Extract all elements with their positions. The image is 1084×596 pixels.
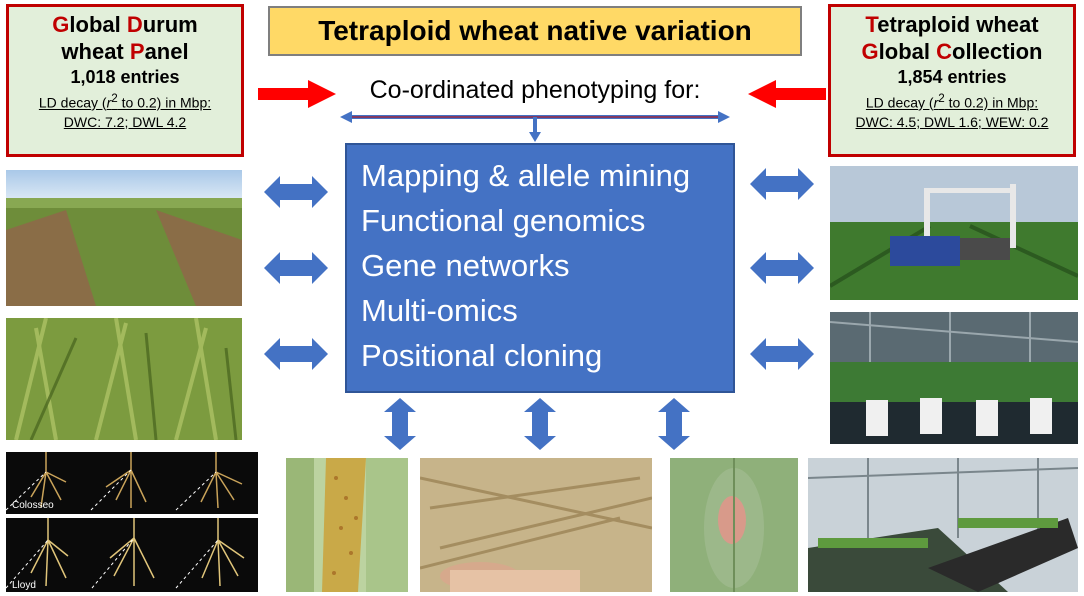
panel-right-name-line2: Global Collection <box>861 39 1043 64</box>
field-plots-photo <box>6 170 242 306</box>
center-item-functional-genomics: Functional genomics <box>361 203 646 238</box>
double-arrow-down-1-icon <box>384 398 416 450</box>
double-arrow-down-2-icon <box>524 398 556 450</box>
root-label-colosseo: Colosseo <box>12 500 54 511</box>
red-arrow-right-icon <box>258 80 336 108</box>
panel-left-name-line1: Global Durum <box>52 12 198 37</box>
global-durum-panel-box: Global Durum wheat Panel 1,018 entries L… <box>6 4 244 157</box>
double-arrow-left-2-icon <box>264 252 328 284</box>
panel-right-ld-label: LD decay (r2 to 0.2) in Mbp: <box>865 92 1039 111</box>
double-arrow-right-1-icon <box>750 168 814 200</box>
double-arrow-right-3-icon <box>750 338 814 370</box>
coordinated-phenotyping-heading: Co-ordinated phenotyping for: <box>369 76 701 104</box>
tetraploid-collection-panel-box: Tetraploid wheat Global Collection 1,854… <box>828 4 1076 157</box>
leaf-rust-photo <box>286 458 408 592</box>
panel-left-name-line2: wheat Panel <box>61 39 189 64</box>
title-box: Tetraploid wheat native variation <box>268 6 802 56</box>
root-label-lloyd: Lloyd <box>12 580 36 591</box>
double-arrow-right-2-icon <box>750 252 814 284</box>
spike-disease-photo <box>670 458 798 592</box>
panel-left-ld-values: DWC: 7.2; DWL 4.2 <box>63 113 187 130</box>
panel-right-entries: 1,854 entries <box>897 67 1007 87</box>
center-item-gene-networks: Gene networks <box>361 248 570 283</box>
panel-right-name-line1: Tetraploid wheat <box>865 12 1039 37</box>
roots-lloyd-photo: Lloyd <box>6 518 258 592</box>
panel-right-ld-values: DWC: 4.5; DWL 1.6; WEW: 0.2 <box>855 113 1049 130</box>
center-item-mapping: Mapping & allele mining <box>361 158 691 193</box>
research-areas-box: Mapping & allele mining Functional genom… <box>345 143 735 393</box>
red-arrow-left-icon <box>748 80 826 108</box>
greenhouse-lysimeters-photo <box>830 312 1078 444</box>
panel-left-ld-label: LD decay (r2 to 0.2) in Mbp: <box>38 92 212 111</box>
double-arrow-left-1-icon <box>264 176 328 208</box>
bracket-arrow-icon <box>340 111 730 142</box>
double-arrow-down-3-icon <box>658 398 690 450</box>
wheat-canopy-photo <box>6 318 242 440</box>
mature-spikes-photo <box>420 458 652 592</box>
field-phenotyping-robot-photo <box>830 166 1078 300</box>
diagram-title: Tetraploid wheat native variation <box>318 15 752 46</box>
roots-colosseo-photo: Colosseo <box>6 452 258 514</box>
center-item-positional-cloning: Positional cloning <box>361 338 603 373</box>
greenhouse-trays-photo <box>808 458 1078 592</box>
double-arrow-left-3-icon <box>264 338 328 370</box>
center-item-multi-omics: Multi-omics <box>361 293 518 328</box>
panel-left-entries: 1,018 entries <box>70 67 180 87</box>
